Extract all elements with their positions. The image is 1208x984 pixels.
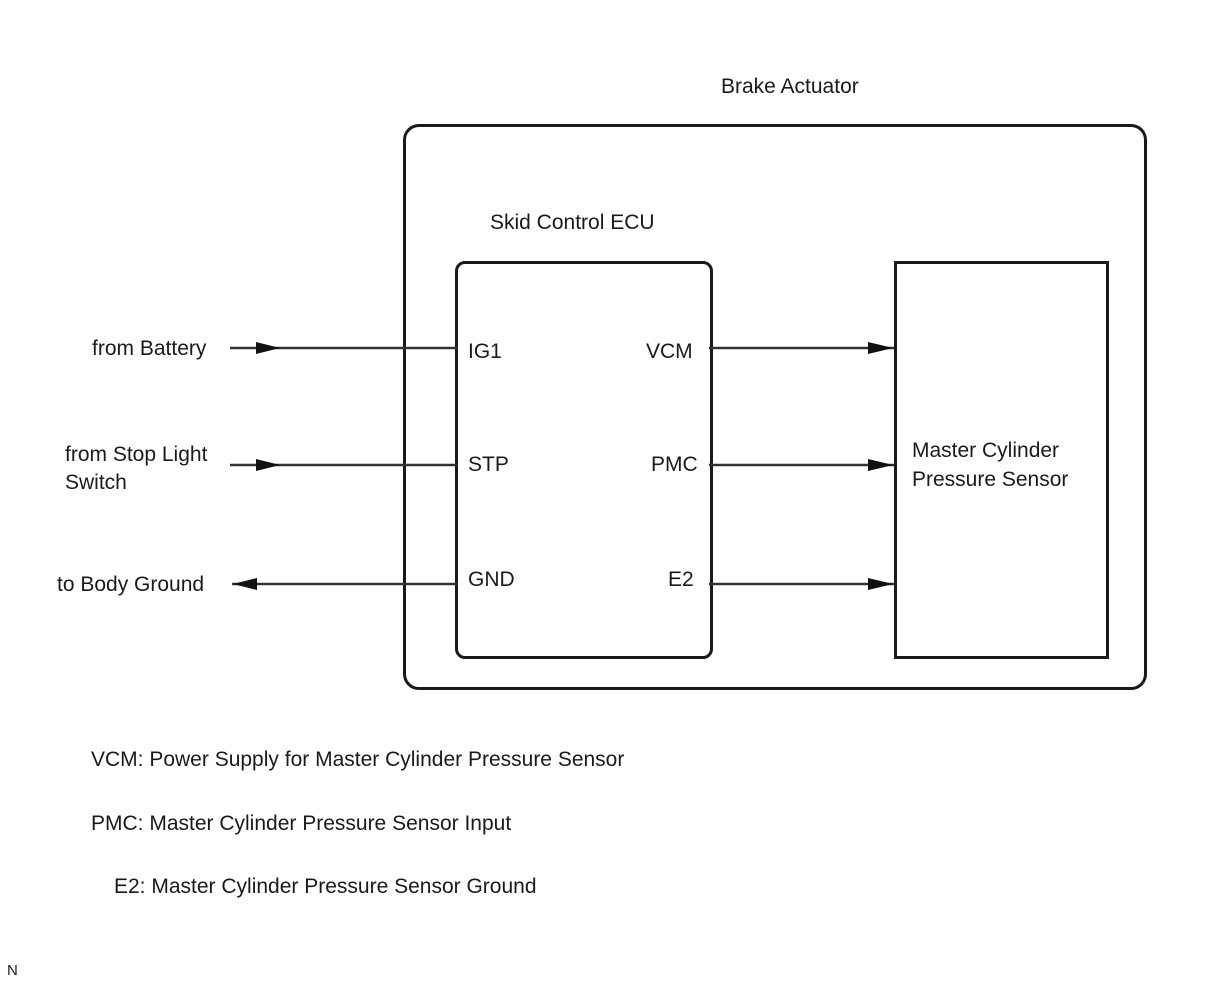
brake-actuator-title: Brake Actuator (721, 75, 859, 98)
pin-ig1: IG1 (468, 340, 502, 363)
pin-stp: STP (468, 453, 509, 476)
master-cylinder-pressure-sensor-box (894, 261, 1109, 659)
sensor-label: Master Cylinder Pressure Sensor (912, 436, 1068, 494)
arrow-gnd-icon (233, 578, 257, 590)
pin-vcm: VCM (646, 340, 693, 363)
arrow-pmc-icon (868, 459, 893, 471)
from-stop-light-switch-label: from Stop Light Switch (65, 441, 207, 497)
skid-control-ecu-title: Skid Control ECU (490, 211, 655, 234)
sensor-label-line1: Master Cylinder (912, 439, 1060, 462)
legend-e2: E2: Master Cylinder Pressure Sensor Grou… (114, 875, 537, 898)
pin-gnd: GND (468, 568, 515, 591)
from-stop-light-line2: Switch (65, 471, 127, 494)
legend-pmc: PMC: Master Cylinder Pressure Sensor Inp… (91, 812, 512, 835)
pin-pmc: PMC (651, 453, 698, 476)
from-stop-light-line1: from Stop Light (65, 443, 208, 466)
arrow-e2-icon (868, 578, 893, 590)
sensor-label-line2: Pressure Sensor (912, 468, 1069, 491)
from-battery-label: from Battery (92, 337, 207, 360)
arrow-stp-icon (256, 459, 280, 471)
legend-vcm: VCM: Power Supply for Master Cylinder Pr… (91, 748, 625, 771)
skid-control-ecu-box (455, 261, 713, 659)
arrow-ig1-icon (256, 342, 280, 354)
corner-mark: N (7, 962, 18, 979)
pin-e2: E2 (668, 568, 694, 591)
arrow-vcm-icon (868, 342, 893, 354)
brake-actuator-box (403, 124, 1147, 690)
to-body-ground-label: to Body Ground (57, 573, 205, 596)
